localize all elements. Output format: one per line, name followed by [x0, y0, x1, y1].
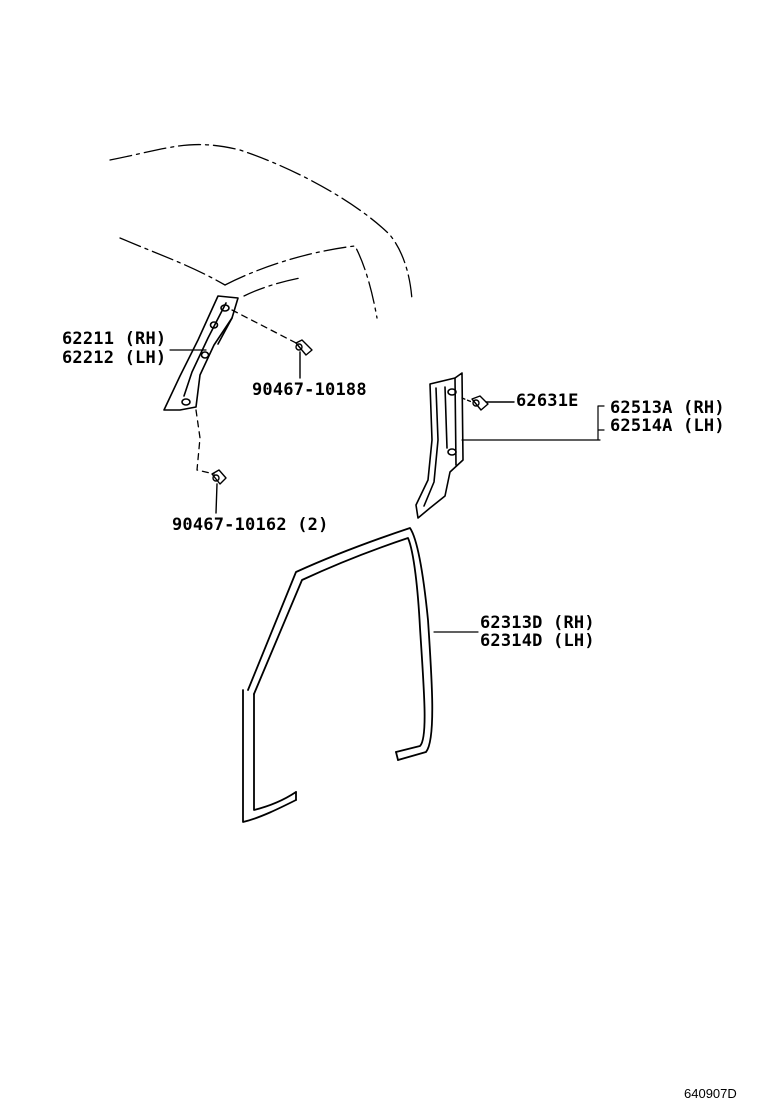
- clip-90467-10188: [295, 339, 313, 379]
- label-62631e: 62631E: [516, 391, 579, 411]
- leader-b-pillar: [461, 405, 605, 441]
- roof-outline: [109, 143, 413, 319]
- label-62514a-lh: 62514A (LH): [610, 416, 725, 436]
- clip-62631e: [461, 395, 515, 411]
- label-62212-lh: 62212 (LH): [62, 348, 167, 368]
- a-pillar-garnish: [163, 295, 239, 411]
- clip-90467-10162: [211, 469, 227, 514]
- door-weatherstrip: [242, 527, 434, 823]
- b-pillar-garnish: [415, 372, 464, 519]
- assembly-lines: [195, 309, 301, 475]
- diagram-code: 640907D: [684, 1086, 737, 1101]
- label-62313d-rh: 62313D (RH): [480, 613, 595, 633]
- label-90467-10188: 90467-10188: [252, 380, 367, 400]
- label-62314d-lh: 62314D (LH): [480, 631, 595, 651]
- label-90467-10162: 90467-10162 (2): [172, 515, 329, 535]
- label-62211-rh: 62211 (RH): [62, 329, 167, 349]
- label-62513a-rh: 62513A (RH): [610, 398, 725, 418]
